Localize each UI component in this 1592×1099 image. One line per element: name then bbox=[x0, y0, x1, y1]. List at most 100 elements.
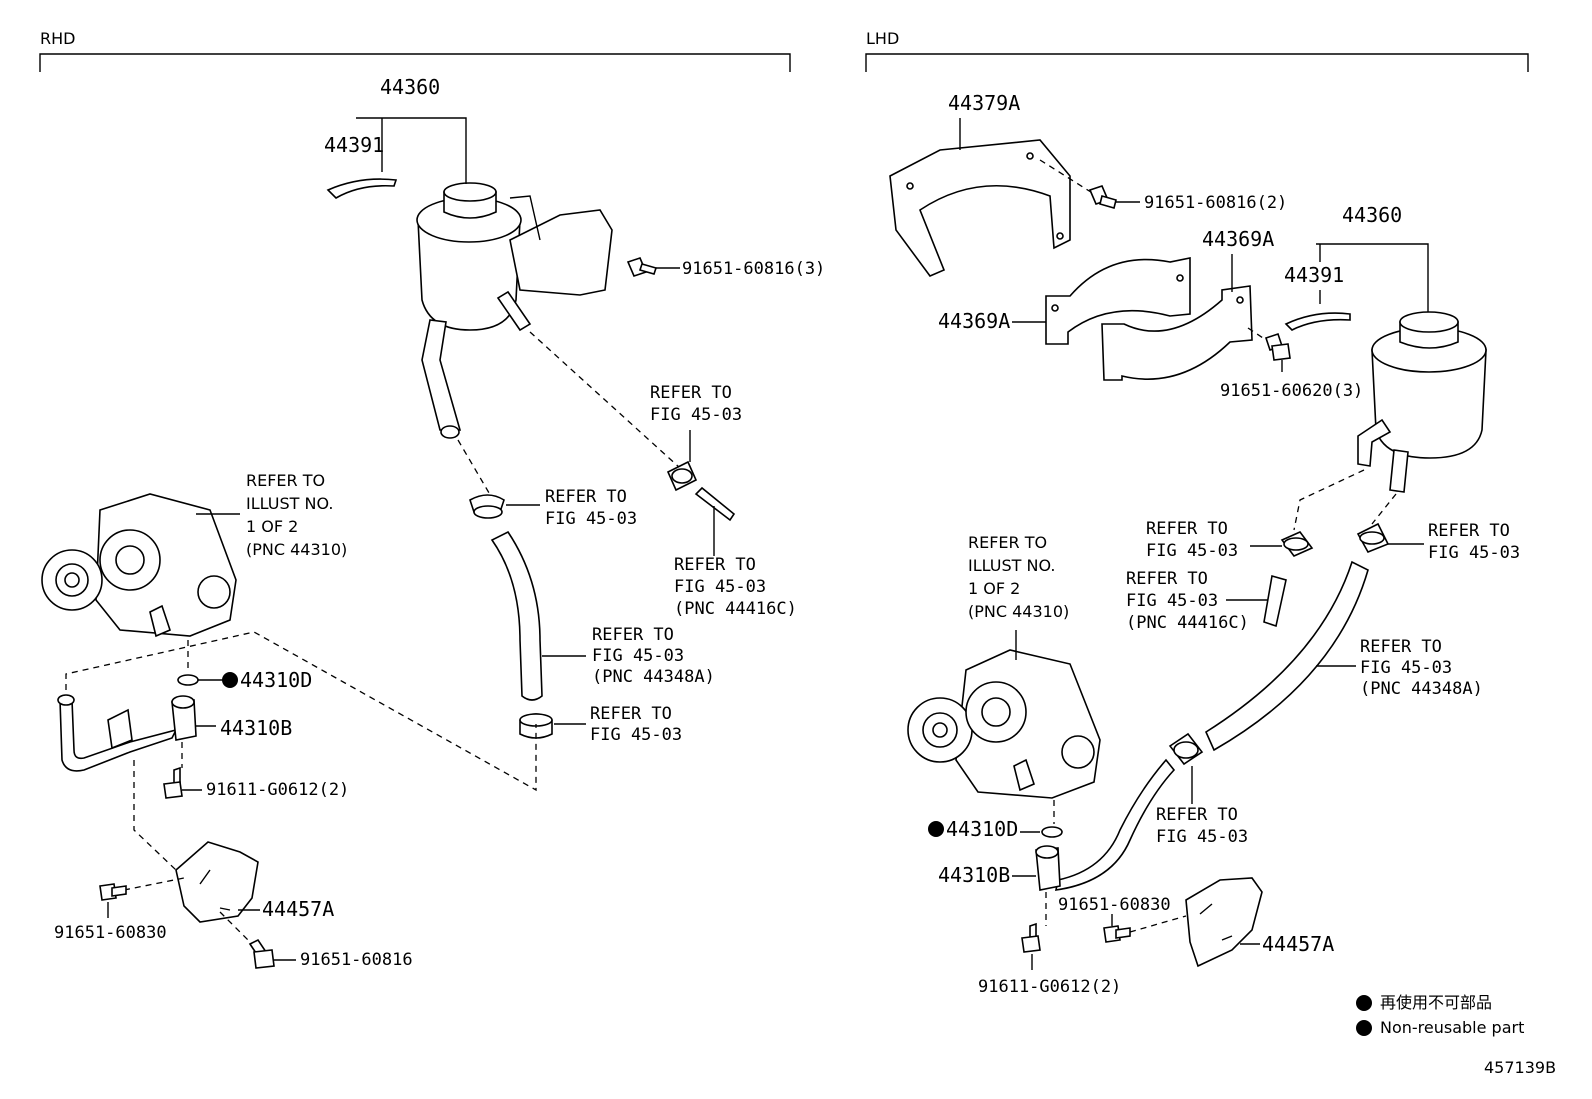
bolt-icon bbox=[99, 883, 127, 901]
refer-clamp-c-rhd: REFER TO FIG 45-03 bbox=[590, 704, 682, 745]
non-reusable-mark bbox=[222, 672, 238, 688]
label-44360-lhd: 44360 bbox=[1342, 203, 1402, 227]
hose-44416c bbox=[694, 486, 736, 522]
power-steering-pump bbox=[907, 649, 1101, 799]
legend-en: Non-reusable part bbox=[1380, 1018, 1524, 1037]
label-44369a-left-lhd: 44369A bbox=[938, 309, 1010, 333]
bolt-icon bbox=[163, 766, 183, 799]
refer-clamp-a-rhd: REFER TO FIG 45-03 bbox=[545, 487, 637, 529]
refer-clamp-c-lhd: REFER TO FIG 45-03 bbox=[1156, 805, 1248, 847]
reservoir-return-pipe bbox=[496, 290, 532, 332]
dash-outlet bbox=[457, 439, 493, 499]
band-hole bbox=[1176, 274, 1184, 282]
legend-jp: 再使用不可部品 bbox=[1380, 993, 1492, 1012]
reservoir-bracket bbox=[509, 209, 613, 296]
label-44457a-lhd: 44457A bbox=[1262, 932, 1334, 956]
bracket-44457a-lhd bbox=[1185, 877, 1263, 968]
label-bolt-b-lhd: 91611-G0612(2) bbox=[978, 977, 1121, 997]
bracket-rhd bbox=[39, 53, 791, 72]
legend-dot bbox=[1356, 995, 1372, 1011]
bolt-icon bbox=[626, 257, 658, 277]
leader-44360-lhd bbox=[1316, 243, 1429, 318]
label-44391-lhd: 44391 bbox=[1284, 263, 1344, 287]
union-top-lhd bbox=[1035, 845, 1059, 859]
refer-clamp-a-lhd: REFER TO FIG 45-03 bbox=[1146, 519, 1238, 561]
refer-hose-a-rhd: REFER TO FIG 45-03 (PNC 44348A) bbox=[592, 625, 715, 687]
band-44369a-lower bbox=[1101, 285, 1253, 381]
non-reusable-mark bbox=[928, 821, 944, 837]
refer-clamp-b-rhd: REFER TO FIG 45-03 bbox=[650, 383, 742, 425]
dash-bolt-c bbox=[123, 877, 185, 891]
clamp-icon bbox=[1356, 522, 1390, 554]
dash-lhd-return bbox=[1371, 493, 1397, 525]
dash-return bbox=[529, 331, 681, 469]
dash-pipe-outline bbox=[65, 631, 537, 792]
bracket-44379a bbox=[889, 139, 1071, 277]
label-bolt-c-lhd: 91651-60830 bbox=[1058, 895, 1171, 915]
reservoir-strip bbox=[326, 178, 398, 200]
rhd-reservoir-group bbox=[326, 178, 613, 439]
bolt-icon bbox=[1021, 922, 1041, 953]
dash-lhd-outlet bbox=[1293, 469, 1365, 531]
refer-hose-c-rhd: REFER TO FIG 45-03 (PNC 44416C) bbox=[674, 555, 797, 619]
dash-bolt-c-lhd bbox=[1129, 915, 1187, 933]
label-44369a-top-lhd: 44369A bbox=[1202, 227, 1274, 251]
refer-hose-c-lhd: REFER TO FIG 45-03 (PNC 44416C) bbox=[1126, 569, 1249, 633]
bolt-icon bbox=[1088, 185, 1117, 209]
reservoir-return-lhd bbox=[1389, 449, 1409, 493]
o-ring-icon bbox=[1041, 826, 1063, 838]
legend-dot bbox=[1356, 1020, 1372, 1036]
pipe-end bbox=[440, 425, 460, 439]
section-label-lhd: LHD bbox=[866, 29, 899, 48]
bolt-icon bbox=[1103, 925, 1131, 943]
bracket-hole bbox=[1056, 232, 1064, 240]
label-44391-rhd: 44391 bbox=[324, 133, 384, 157]
bracket-44457a bbox=[175, 841, 259, 923]
label-44457a-rhd: 44457A bbox=[262, 897, 334, 921]
label-44310b-rhd: 44310B bbox=[220, 716, 292, 740]
bracket-lhd bbox=[865, 53, 1529, 72]
pipe-bracket bbox=[107, 708, 133, 750]
reservoir-outlet-lhd bbox=[1357, 418, 1392, 467]
label-44379a-lhd: 44379A bbox=[948, 91, 1020, 115]
label-bolt-a-rhd: 91651-60816(3) bbox=[682, 259, 825, 279]
refer-pump-lhd: REFER TO ILLUST NO. 1 OF 2 (PNC 44310) bbox=[968, 533, 1069, 621]
clamp-icon bbox=[1280, 531, 1314, 557]
reservoir-cap-top bbox=[443, 182, 497, 202]
label-bolt-d-rhd: 91651-60816 bbox=[300, 950, 413, 970]
union-top bbox=[171, 695, 195, 709]
band-hole bbox=[1236, 296, 1244, 304]
bracket-hole bbox=[906, 182, 914, 190]
leader-44360 bbox=[356, 117, 467, 184]
reservoir-outlet-pipe bbox=[421, 319, 462, 431]
label-44310d-rhd: 44310D bbox=[240, 668, 312, 692]
label-bolt-c-rhd: 91651-60830 bbox=[54, 923, 167, 943]
bracket-holes bbox=[199, 869, 231, 911]
section-label-rhd: RHD bbox=[40, 29, 75, 48]
refer-hose-a-lhd: REFER TO FIG 45-03 (PNC 44348A) bbox=[1360, 637, 1483, 699]
label-44310d-lhd: 44310D bbox=[946, 817, 1018, 841]
band-44369a-upper bbox=[1045, 257, 1191, 345]
pressure-pipe-lhd bbox=[1054, 758, 1176, 891]
hose-44348a bbox=[490, 530, 543, 701]
clamp-icon bbox=[469, 494, 505, 519]
label-bolt-b-rhd: 91611-G0612(2) bbox=[206, 780, 349, 800]
band-hole bbox=[1051, 304, 1059, 312]
bracket-holes-lhd bbox=[1199, 903, 1233, 941]
reservoir-body-lhd bbox=[1371, 349, 1487, 459]
pipe-end bbox=[57, 694, 75, 706]
refer-clamp-b-lhd: REFER TO FIG 45-03 bbox=[1428, 521, 1520, 563]
hose-44416c-lhd bbox=[1263, 574, 1287, 628]
reservoir-cap-top-lhd bbox=[1399, 311, 1459, 333]
clamp-icon bbox=[666, 460, 698, 492]
dash-bolt-d bbox=[219, 911, 253, 945]
power-steering-pump bbox=[41, 493, 237, 638]
label-44360-rhd: 44360 bbox=[380, 75, 440, 99]
label-44310b-lhd: 44310B bbox=[938, 863, 1010, 887]
hose-44348a-lhd bbox=[1204, 560, 1369, 752]
label-bolt-e-lhd: 91651-60620(3) bbox=[1220, 381, 1363, 401]
bolt-icon bbox=[1264, 332, 1291, 361]
o-ring-icon bbox=[177, 674, 199, 686]
reservoir-strip-lhd bbox=[1284, 312, 1351, 331]
